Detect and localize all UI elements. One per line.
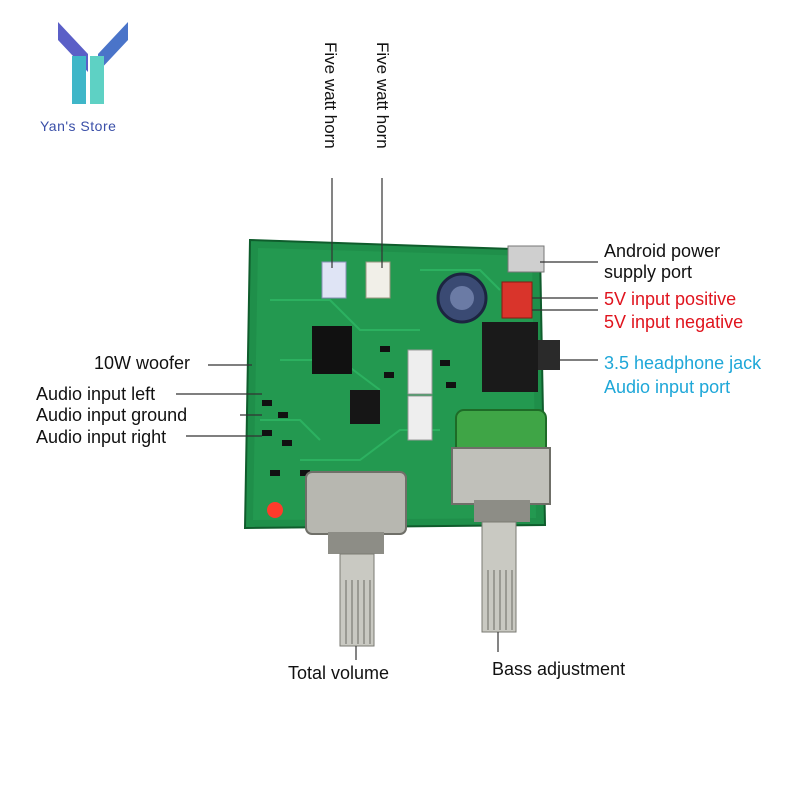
ic-chip-main — [312, 326, 352, 374]
potentiometer-volume — [305, 471, 407, 647]
horn-connector-left — [321, 261, 347, 299]
logo-right-wing — [98, 22, 128, 72]
audio-connector-lower — [407, 395, 433, 441]
power-connector-red — [501, 281, 533, 319]
label-headphone-2: Audio input port — [604, 377, 731, 397]
logo-stem-right — [90, 56, 104, 104]
horn-connector-right — [365, 261, 391, 299]
micro-usb-port — [507, 245, 545, 273]
led-indicator — [267, 502, 283, 518]
label-bass-adjustment: Bass adjustment — [492, 659, 626, 679]
label-horn-left: Five watt horn — [321, 42, 340, 149]
capacitor-top — [450, 286, 474, 310]
logo-stem-left — [72, 56, 86, 104]
store-name: Yan's Store — [40, 118, 117, 134]
smd-components — [262, 346, 456, 476]
audio-connector-upper — [407, 349, 433, 395]
headphone-jack-barrel — [538, 340, 560, 370]
label-audio-left: Audio input left — [36, 384, 156, 404]
label-woofer: 10W woofer — [94, 353, 191, 373]
headphone-jack-body — [482, 322, 538, 392]
label-horn-right: Five watt horn — [373, 42, 392, 149]
label-input-negative: 5V input negative — [604, 312, 744, 332]
label-android-power-1: Android power — [604, 241, 721, 261]
label-headphone-1: 3.5 headphone jack — [604, 353, 762, 373]
label-android-power-2: supply port — [604, 262, 693, 282]
label-audio-right: Audio input right — [36, 427, 167, 447]
brand-logo — [58, 22, 128, 104]
label-total-volume: Total volume — [288, 663, 390, 683]
ic-chip-small — [350, 390, 380, 424]
potentiometer-bass — [451, 409, 551, 633]
label-input-positive: 5V input positive — [604, 289, 737, 309]
label-audio-ground: Audio input ground — [36, 405, 188, 425]
leader-lines — [176, 178, 598, 660]
